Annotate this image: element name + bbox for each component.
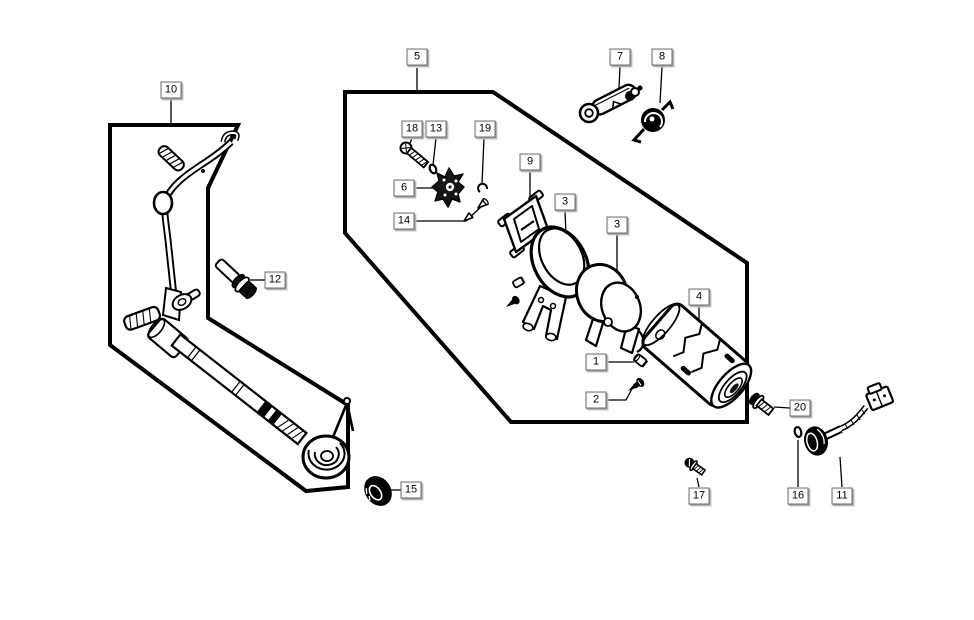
part-14-pins (463, 198, 489, 222)
part-20-bolt (749, 392, 775, 417)
part-18-bolt (399, 141, 430, 169)
part-label-12[interactable]: 12 (264, 271, 286, 289)
part-10-return-spring-small (157, 145, 185, 172)
part-label-20[interactable]: 20 (789, 399, 811, 417)
part-2-screw (628, 377, 645, 391)
part-10-torsion-spring (301, 397, 355, 480)
part-4-selector-drum (641, 302, 753, 409)
part-label-3a[interactable]: 3 (554, 193, 576, 211)
part-label-17[interactable]: 17 (688, 487, 710, 505)
part-12-bolt (214, 258, 257, 299)
part-label-13[interactable]: 13 (425, 120, 447, 138)
part-6-cam-plate (431, 167, 465, 208)
part-16-oring (793, 425, 803, 439)
part-label-18[interactable]: 18 (401, 120, 423, 138)
part-label-9[interactable]: 9 (519, 153, 541, 171)
part-label-15[interactable]: 15 (400, 481, 422, 499)
part-13-oring (428, 163, 438, 175)
part-10-shaft (170, 332, 308, 446)
part-label-3b[interactable]: 3 (606, 216, 628, 234)
part-label-11[interactable]: 11 (831, 487, 853, 505)
part-7-lever-arm (578, 83, 643, 124)
part-label-2[interactable]: 2 (585, 391, 607, 409)
part-label-6[interactable]: 6 (393, 179, 415, 197)
selector-group-outline (343, 90, 749, 424)
part-19-clip (477, 182, 489, 193)
part-11-sensor (804, 382, 894, 456)
part-label-10[interactable]: 10 (160, 81, 182, 99)
fork-pin-detail (512, 276, 526, 289)
part-label-16[interactable]: 16 (787, 487, 809, 505)
part-1-pin (633, 353, 649, 368)
part-label-1[interactable]: 1 (585, 353, 607, 371)
part-9-guide-bracket (497, 189, 550, 259)
part-17-screw (684, 457, 707, 476)
pedal-group-outline (108, 123, 350, 494)
part-3-shift-fork-2 (574, 262, 645, 355)
part-label-4[interactable]: 4 (688, 288, 710, 306)
part-15-oil-seal (364, 476, 392, 506)
part-label-7[interactable]: 7 (609, 48, 631, 66)
fork-screw-detail (506, 295, 520, 307)
part-3-shift-fork-1 (521, 225, 591, 342)
part-8-spring (631, 99, 675, 144)
part-label-8[interactable]: 8 (651, 48, 673, 66)
part-label-19[interactable]: 19 (474, 120, 496, 138)
part-label-5[interactable]: 5 (406, 48, 428, 66)
part-label-14[interactable]: 14 (393, 212, 415, 230)
